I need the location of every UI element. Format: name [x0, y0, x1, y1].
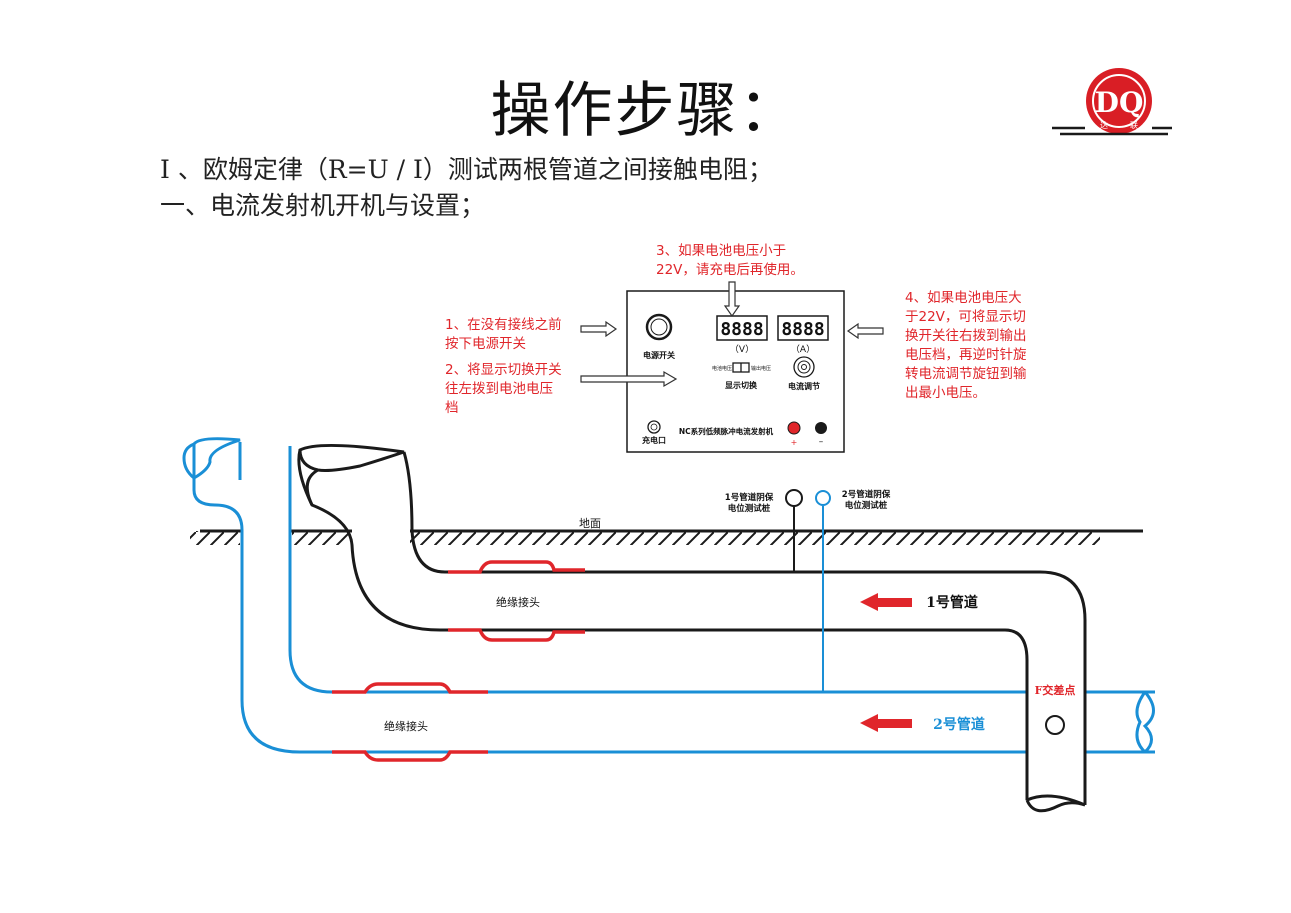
logo-inner-ring: [1092, 74, 1146, 128]
switch-right-label: 输出电压: [751, 365, 771, 372]
pipe-2-outer-wall: [192, 444, 1027, 754]
pipe-2: [182, 437, 1155, 754]
section-heading-transmitter-setup: 一、电流发射机开机与设置；: [160, 191, 486, 220]
logo-char-right: 联: [1130, 121, 1138, 130]
stake-1-label-line1: 1号管道阴保: [725, 492, 774, 503]
positive-terminal-label: +: [791, 438, 798, 447]
pipe-1: [297, 443, 1087, 813]
joint-2-top: [332, 682, 488, 694]
test-stakes: 1号管道阴保 电位测试桩 2号管道阴保 电位测试桩: [725, 489, 891, 692]
logo-circle: [1086, 68, 1152, 134]
pipe-1-flow-arrow: [860, 593, 912, 611]
negative-terminal: [815, 422, 827, 434]
current-transmitter-panel: 电源开关 8888 8888 （V） （A） 电池电压 输出电压 显示切换 电流…: [626, 290, 845, 453]
insulating-joint-2-label: 绝缘接头: [384, 719, 428, 733]
company-logo: DQ 达 联: [1052, 68, 1172, 136]
callout-arrows: [580, 281, 884, 388]
note-step-2: 2、将显示切换开关 往左拨到电池电压 档: [445, 362, 562, 416]
transmitter-model-label: NC系列低频脉冲电流发射机: [679, 426, 774, 436]
voltage-unit-label: （V）: [730, 344, 754, 355]
arrow-step-3: [723, 281, 741, 318]
negative-terminal-label: –: [819, 437, 824, 447]
note-step-3: 3、如果电池电压小于 22V，请充电后再使用。: [656, 243, 804, 278]
stake-2-terminal: [815, 490, 831, 506]
pipe-2-cut-end: [182, 437, 241, 480]
stake-2-label-line1: 2号管道阴保: [842, 489, 891, 500]
page-title: 操作步骤：: [490, 76, 801, 146]
pipe-1-cut-end: [298, 443, 405, 472]
ground-label: 地面: [579, 517, 601, 530]
insulating-joints: [332, 560, 585, 762]
flow-direction-arrows: 1号管道 2号管道: [860, 593, 985, 733]
logo-char-left: 达: [1100, 120, 1108, 130]
voltage-display: [716, 315, 768, 341]
switch-left-label: 电池电压: [712, 365, 732, 372]
arrow-step-4: [846, 322, 884, 340]
pipe-1-inner-wall: [402, 451, 1087, 805]
stake-1-terminal: [785, 489, 803, 507]
ground-surface: 地面: [190, 517, 1143, 545]
pipe-2-right-cut: [1142, 691, 1155, 754]
insulating-joint-1-label: 绝缘接头: [496, 595, 540, 609]
section-heading-ohm-law: Ⅰ 、欧姆定律（R=U / I）测试两根管道之间接触电阻；: [160, 155, 773, 184]
pipe-2-inner-wall: [288, 446, 1027, 694]
joint-1-bottom: [448, 628, 585, 642]
logo-underline: [1052, 126, 1172, 136]
current-adjust-label: 电流调节: [788, 381, 820, 391]
pipe-2-flow-arrow: [860, 714, 912, 732]
power-switch-label: 电源开关: [643, 350, 675, 360]
joint-2-bottom: [332, 750, 488, 762]
note-step-4: 4、如果电池电压大 于22V，可将显示切 换开关往右拨到输出 电压档，再逆时针旋…: [905, 290, 1027, 401]
cross-point-label: F交差点: [1035, 683, 1076, 697]
arrow-step-2: [580, 370, 678, 388]
cross-point-marker: [1045, 715, 1065, 735]
charge-port-label: 充电口: [642, 435, 666, 445]
note-step-1: 1、在没有接线之前 按下电源开关: [445, 317, 562, 352]
pipe-2-label: 2号管道: [933, 716, 985, 733]
joint-1-top: [448, 560, 585, 574]
arrow-step-1: [580, 320, 618, 338]
voltage-display-digits: 8888: [720, 319, 763, 340]
positive-terminal: [787, 421, 801, 435]
display-switch-label: 显示切换: [725, 380, 758, 390]
stake-1-label-line2: 电位测试桩: [728, 503, 771, 514]
current-display-digits: 8888: [781, 319, 824, 340]
pipe-1-outer-wall: [297, 449, 1029, 800]
current-display: [777, 315, 829, 341]
logo-letters: DQ: [1095, 86, 1144, 119]
current-unit-label: （A）: [791, 344, 815, 355]
pipe-1-label: 1号管道: [926, 594, 978, 611]
stake-2-label-line2: 电位测试桩: [845, 500, 888, 511]
